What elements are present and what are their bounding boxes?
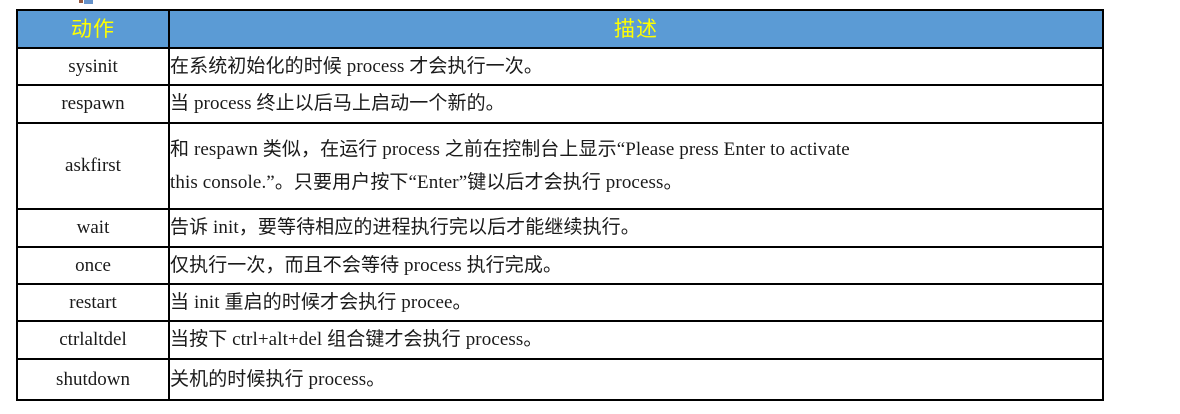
actions-table-container: 动作 描述 sysinit 在系统初始化的时候 process 才会执行一次。 … bbox=[16, 9, 1104, 401]
description-line: 仅执行一次，而且不会等待 process 执行完成。 bbox=[170, 254, 563, 276]
cell-description-wait: 告诉 init，要等待相应的进程执行完以后才能继续执行。 bbox=[168, 208, 1104, 248]
cell-description-respawn: 当 process 终止以后马上启动一个新的。 bbox=[168, 84, 1104, 124]
table-row: wait 告诉 init，要等待相应的进程执行完以后才能继续执行。 bbox=[16, 208, 1104, 248]
table-row: askfirst 和 respawn 类似，在运行 process 之前在控制台… bbox=[16, 122, 1104, 210]
clipped-text-artifact-dark bbox=[79, 0, 83, 3]
clipped-text-artifact-blue bbox=[84, 0, 93, 4]
cell-action-respawn: respawn bbox=[16, 84, 170, 124]
description-line: 和 respawn 类似，在运行 process 之前在控制台上显示“Pleas… bbox=[170, 138, 850, 160]
cell-description-restart: 当 init 重启的时候才会执行 procee。 bbox=[168, 283, 1104, 322]
column-header-action: 动作 bbox=[16, 9, 170, 49]
cell-action-ctrlaltdel: ctrlaltdel bbox=[16, 320, 170, 360]
table-row: restart 当 init 重启的时候才会执行 procee。 bbox=[16, 283, 1104, 322]
table-row: once 仅执行一次，而且不会等待 process 执行完成。 bbox=[16, 246, 1104, 285]
description-line: 当 init 重启的时候才会执行 procee。 bbox=[170, 291, 472, 313]
cell-description-askfirst: 和 respawn 类似，在运行 process 之前在控制台上显示“Pleas… bbox=[168, 122, 1104, 210]
table-row: respawn 当 process 终止以后马上启动一个新的。 bbox=[16, 84, 1104, 124]
table-row: sysinit 在系统初始化的时候 process 才会执行一次。 bbox=[16, 47, 1104, 86]
table-header-row: 动作 描述 bbox=[16, 9, 1104, 49]
cell-action-once: once bbox=[16, 246, 170, 285]
cell-action-askfirst: askfirst bbox=[16, 122, 170, 210]
cell-description-ctrlaltdel: 当按下 ctrl+alt+del 组合键才会执行 process。 bbox=[168, 320, 1104, 360]
cell-action-restart: restart bbox=[16, 283, 170, 322]
column-header-description: 描述 bbox=[168, 9, 1104, 49]
cell-action-wait: wait bbox=[16, 208, 170, 248]
description-line: 在系统初始化的时候 process 才会执行一次。 bbox=[170, 55, 543, 77]
description-line: 当按下 ctrl+alt+del 组合键才会执行 process。 bbox=[170, 329, 543, 351]
table-body: sysinit 在系统初始化的时候 process 才会执行一次。 respaw… bbox=[16, 47, 1104, 401]
cell-action-shutdown: shutdown bbox=[16, 358, 170, 401]
cell-description-once: 仅执行一次，而且不会等待 process 执行完成。 bbox=[168, 246, 1104, 285]
table-row: ctrlaltdel 当按下 ctrl+alt+del 组合键才会执行 proc… bbox=[16, 320, 1104, 360]
description-line: 关机的时候执行 process。 bbox=[170, 368, 386, 390]
cell-description-shutdown: 关机的时候执行 process。 bbox=[168, 358, 1104, 401]
cell-action-sysinit: sysinit bbox=[16, 47, 170, 86]
description-line: this console.”。只要用户按下“Enter”键以后才会执行 proc… bbox=[170, 172, 683, 193]
init-actions-table: 动作 描述 sysinit 在系统初始化的时候 process 才会执行一次。 … bbox=[16, 9, 1104, 401]
cell-description-sysinit: 在系统初始化的时候 process 才会执行一次。 bbox=[168, 47, 1104, 86]
description-line: 告诉 init，要等待相应的进程执行完以后才能继续执行。 bbox=[170, 217, 640, 239]
table-header: 动作 描述 bbox=[16, 9, 1104, 49]
table-row: shutdown 关机的时候执行 process。 bbox=[16, 358, 1104, 401]
description-line: 当 process 终止以后马上启动一个新的。 bbox=[170, 93, 505, 115]
